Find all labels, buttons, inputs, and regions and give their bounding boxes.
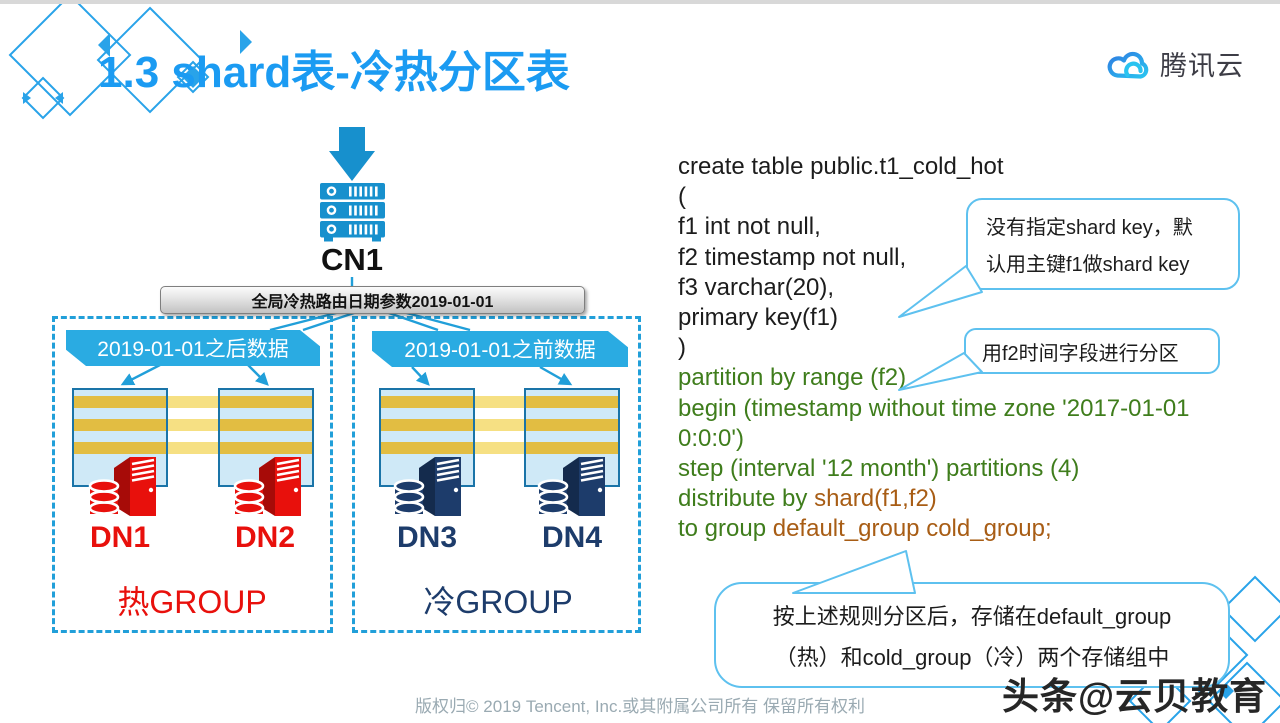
sql-line: f3 varchar(20),: [678, 273, 835, 301]
page-title: 1.3 shard表-冷热分区表: [98, 48, 570, 97]
partition-stripe: [220, 419, 312, 431]
top-strip: [0, 0, 1280, 4]
partition-stripe: [381, 442, 473, 454]
callout-partition-note: 用f2时间字段进行分区: [964, 328, 1220, 374]
hot-data-label: 2019-01-01之后数据: [66, 330, 320, 366]
partition-stripe: [74, 442, 166, 454]
sql-line: partition by range (f2): [678, 364, 907, 392]
callout-storage-note: 按上述规则分区后，存储在default_group （热）和cold_group…: [714, 582, 1230, 688]
callout-line: （热）和cold_group（冷）两个存储组中: [774, 644, 1170, 670]
partition-rect-dn1: [72, 388, 168, 487]
partition-stripe: [74, 419, 166, 431]
partition-stripe: [74, 396, 166, 408]
router-bar-label: 全局冷热路由日期参数2019-01-01: [251, 294, 494, 311]
cold-data-label: 2019-01-01之前数据: [372, 331, 628, 367]
sql-line: create table public.t1_cold_hot: [678, 153, 1004, 180]
partition-rect-dn2: [218, 388, 314, 487]
callout-shard-key-note: 没有指定shard key，默 认用主键f1做shard key: [966, 198, 1240, 290]
partition-stripe: [381, 396, 473, 408]
callout-line: 没有指定shard key，默: [986, 217, 1193, 239]
callout-line: 用f2时间字段进行分区: [982, 342, 1179, 365]
hot-group-label: 热GROUP: [117, 584, 267, 620]
sql-line: 0:0:0'): [678, 424, 744, 452]
sql-line: to group default_group cold_group;: [678, 515, 1052, 543]
partition-stripe: [526, 442, 618, 454]
partition-stripe: [526, 419, 618, 431]
cloud-icon: [1107, 51, 1149, 79]
dn1-label: DN1: [89, 521, 150, 554]
decorative-diamonds-top-left: [8, 0, 252, 120]
partition-stripe: [220, 442, 312, 454]
watermark-text: 头条@云贝教育: [1002, 676, 1268, 717]
logo-text: 腾讯云: [1160, 51, 1244, 81]
partition-rect-dn4: [524, 388, 620, 487]
router-bar: 全局冷热路由日期参数2019-01-01: [160, 286, 585, 314]
sql-code: create table public.t1_cold_hot (f1 int n…: [678, 152, 1190, 545]
partition-stripe: [220, 396, 312, 408]
cn-server-icon: [320, 183, 385, 242]
sql-line: step (interval '12 month') partitions (4…: [678, 455, 1080, 483]
hot-group-box: [52, 316, 333, 633]
dn4-label: DN4: [541, 521, 602, 554]
sql-line: f1 int not null,: [678, 213, 821, 241]
down-arrow-icon: [329, 127, 375, 181]
dn3-label: DN3: [396, 521, 457, 554]
sql-line: ): [678, 334, 686, 362]
tencent-cloud-logo: 腾讯云: [1105, 44, 1244, 83]
partition-stripe: [526, 396, 618, 408]
partition-rect-dn3: [379, 388, 475, 487]
sql-line: f2 timestamp not null,: [678, 243, 907, 271]
sql-line: (: [678, 183, 686, 211]
callout-line: 认用主键f1做shard key: [986, 254, 1190, 276]
cold-group-label: 冷GROUP: [423, 584, 573, 620]
cn-node-label: CN1: [320, 242, 383, 277]
partition-stripe: [381, 419, 473, 431]
cold-group-box: [352, 316, 641, 633]
sql-line: begin (timestamp without time zone '2017…: [678, 394, 1190, 422]
dn2-label: DN2: [234, 521, 295, 554]
callout-line: 按上述规则分区后，存储在default_group: [772, 603, 1172, 629]
copyright-footer: 版权归© 2019 Tencent, Inc.或其附属公司所有 保留所有权利: [415, 697, 865, 716]
sql-line: distribute by shard(f1,f2): [678, 485, 937, 513]
sql-line: primary key(f1): [678, 304, 839, 332]
